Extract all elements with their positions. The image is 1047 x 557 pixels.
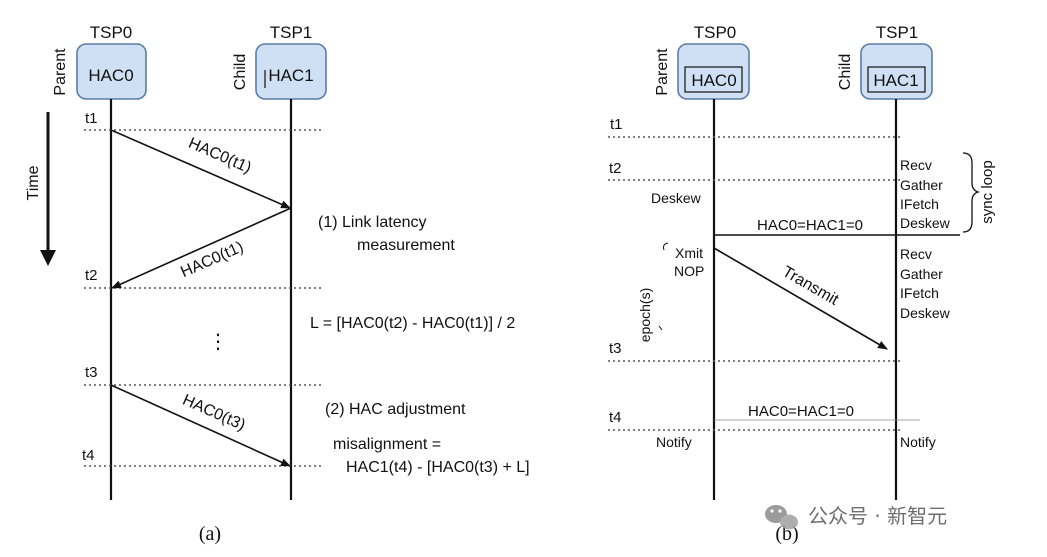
t4-label-b: t4 — [609, 409, 622, 426]
ellipsis: ⋮ — [208, 331, 228, 353]
tsp0-label: TSP0 — [90, 23, 133, 42]
sync-gather: Gather — [900, 177, 943, 193]
tsp1-label-b: TSP1 — [876, 23, 919, 42]
recv-recv: Recv — [900, 246, 932, 262]
transmit-label: Transmit — [779, 263, 841, 309]
latency-formula: L = [HAC0(t2) - HAC0(t1)] / 2 — [310, 315, 515, 332]
caption-a: (a) — [199, 523, 221, 545]
t3-label: t3 — [85, 364, 98, 381]
hac0-label-b: HAC0 — [691, 71, 736, 90]
step1-line1: (1) Link latency — [318, 214, 427, 231]
t3-label-b: t3 — [609, 340, 622, 357]
epoch-bracket-top — [663, 242, 669, 251]
t4-label: t4 — [82, 447, 95, 464]
nop-label: NOP — [674, 263, 704, 279]
step2-label: (2) HAC adjustment — [325, 401, 466, 418]
xmit-label: Xmit — [675, 245, 703, 261]
parent-label: Parent — [52, 48, 69, 96]
hac0-inner-box-b — [684, 66, 743, 93]
notify-left: Notify — [656, 434, 692, 450]
notify-right: Notify — [900, 434, 936, 450]
t2-label: t2 — [85, 267, 98, 284]
epochs-label: epoch(s) — [637, 288, 653, 342]
hac-equal-2: HAC0=HAC1=0 — [748, 403, 854, 420]
msg-hac0-t1-forward — [110, 129, 291, 209]
msg3-label: HAC0(t3) — [180, 392, 248, 435]
recv-gather: Gather — [900, 266, 943, 282]
tsp1-label: TSP1 — [270, 23, 313, 42]
watermark: 公众号 · 新智元 — [765, 504, 947, 530]
hac0-label: HAC0 — [88, 66, 133, 85]
recv-deskew: Deskew — [900, 305, 951, 321]
tsp0-label-b: TSP0 — [694, 23, 737, 42]
msg2-label: HAC0(t1) — [178, 239, 246, 282]
hac1-label-b: HAC1 — [873, 71, 918, 90]
msg1-label: HAC0(t1) — [186, 135, 254, 177]
watermark-text: 公众号 · 新智元 — [808, 504, 947, 528]
step1-line2: measurement — [357, 237, 455, 254]
msg-hac0-t1-return — [111, 207, 292, 289]
msg-hac0-t3 — [110, 384, 291, 467]
child-label: Child — [232, 54, 249, 90]
deskew-left: Deskew — [651, 190, 702, 206]
sync-recv: Recv — [900, 157, 932, 173]
panel-a: TSP0 TSP1 HAC0 HAC1 Parent Child Time t1… — [25, 23, 530, 545]
hac1-inner-box-b — [867, 66, 926, 93]
parent-label-b: Parent — [654, 48, 671, 96]
sync-loop-label: sync loop — [979, 160, 996, 223]
sync-deskew: Deskew — [900, 215, 951, 231]
recv-ifetch: IFetch — [900, 285, 939, 301]
sync-ifetch: IFetch — [900, 196, 939, 212]
time-label: Time — [25, 165, 42, 200]
hac1-label: HAC1 — [268, 66, 313, 85]
sync-loop-brace — [962, 152, 981, 233]
transmit-arrow — [713, 247, 888, 350]
epoch-bracket-bottom — [658, 325, 663, 331]
child-label-b: Child — [837, 54, 854, 90]
time-arrow-head — [40, 250, 56, 266]
panel-b: TSP0 TSP1 HAC0 HAC1 Parent Child t1 t2 t… — [608, 23, 996, 545]
misalignment-line1: misalignment = — [333, 436, 441, 453]
wechat-icon — [765, 505, 798, 530]
t2-label-b: t2 — [609, 160, 622, 177]
t1-label-b: t1 — [610, 116, 623, 133]
misalignment-line2: HAC1(t4) - [HAC0(t3) + L] — [346, 459, 530, 476]
hac-equal-1: HAC0=HAC1=0 — [757, 217, 863, 234]
t1-label: t1 — [85, 110, 98, 127]
